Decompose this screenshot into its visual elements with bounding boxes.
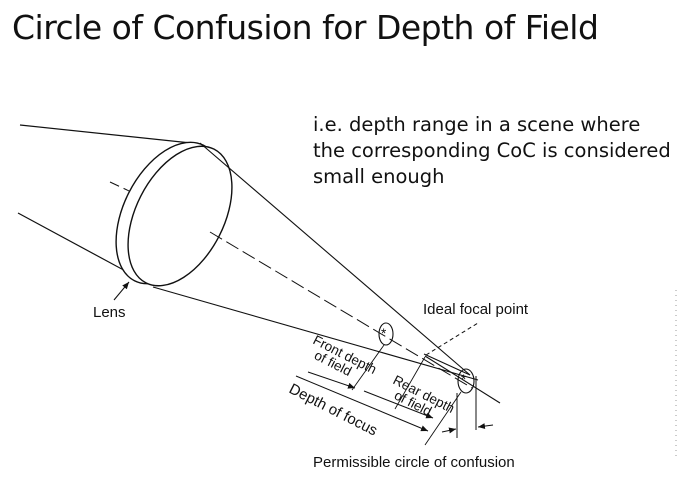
- lens-pointer: [113, 281, 130, 301]
- front-depth-dimension: [307, 371, 356, 389]
- diverging-ray-bottom: [423, 353, 471, 376]
- dimension-extension-rear: [424, 391, 462, 446]
- permissible-coc-label: Permissible circle of confusion: [313, 454, 515, 471]
- coc-size-arrow-right: [477, 423, 494, 430]
- lens-label: Lens: [93, 304, 126, 321]
- rear-depth-label: Rear depth of field: [391, 372, 457, 419]
- focal-point-pointer: [425, 322, 479, 356]
- note-line-3: small enough: [313, 165, 445, 188]
- dimension-extension-mid: [394, 356, 426, 410]
- depth-of-focus-text: Depth of focus: [286, 380, 380, 439]
- note-line-1: i.e. depth range in a scene where: [313, 113, 641, 136]
- depth-of-focus-dimension: [295, 375, 429, 432]
- ideal-focal-point-label: Ideal focal point: [423, 301, 529, 318]
- page-title: Circle of Confusion for Depth of Field: [12, 8, 599, 47]
- converging-ray-top: [199, 142, 471, 376]
- rear-circle-of-confusion: [457, 368, 475, 394]
- lens-front-ellipse: [127, 145, 233, 287]
- light-ray-top: [19, 124, 192, 144]
- front-circle-of-confusion: [378, 322, 394, 346]
- explanation-note: i.e. depth range in a scene where the co…: [313, 112, 678, 190]
- diverging-ray-top: [424, 355, 501, 404]
- rear-coc-mark: *: [461, 372, 467, 387]
- rear-depth-dimension: [363, 390, 434, 419]
- note-line-2: the corresponding CoC is considered: [313, 139, 671, 162]
- dimension-extension-front: [351, 344, 385, 391]
- depth-of-focus-label: Depth of focus: [286, 380, 380, 439]
- converging-ray-bottom: [152, 286, 479, 381]
- optical-axis-right: [209, 231, 473, 389]
- front-coc-mark: *: [381, 326, 387, 341]
- light-ray-bottom: [17, 212, 132, 275]
- coc-size-arrow-left: [441, 427, 457, 434]
